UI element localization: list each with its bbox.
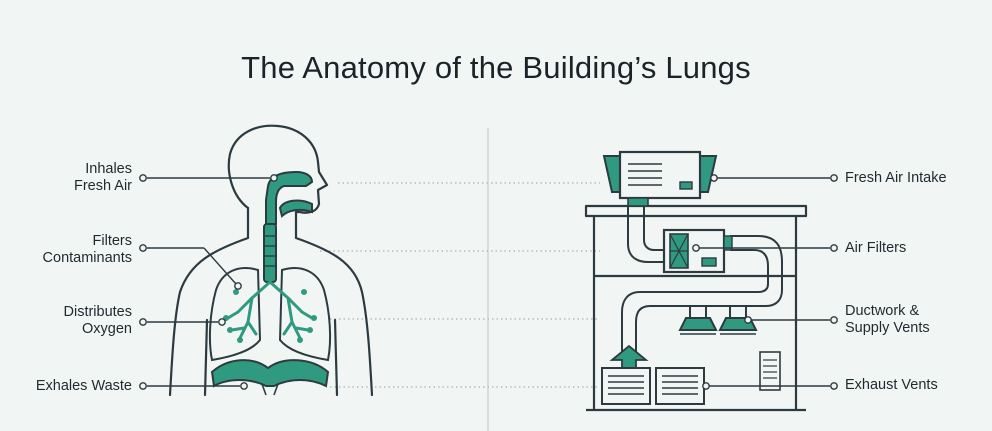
page-title: The Anatomy of the Building’s Lungs: [241, 50, 751, 85]
label-filters: Filters Contaminants: [43, 233, 132, 267]
label-distributes-line2: Oxygen: [82, 321, 132, 337]
supply-vents: [678, 317, 758, 335]
lungs: [208, 267, 332, 362]
label-ductwork-line1: Ductwork &: [845, 303, 920, 319]
label-ductwork: Ductwork & Supply Vents: [845, 303, 930, 337]
label-exhales: Exhales Waste: [36, 378, 132, 395]
human-figure: [168, 124, 374, 397]
label-exhales-line1: Exhales Waste: [35, 378, 132, 394]
right-lung: [278, 267, 332, 362]
left-arm-line: [203, 318, 209, 397]
trachea: [263, 223, 277, 283]
right-callouts: [692, 174, 838, 390]
bronchial-tree: [226, 280, 314, 340]
left-callouts: [139, 174, 278, 390]
label-air-filters: Air Filters: [845, 240, 906, 257]
label-inhales: Inhales Fresh Air: [74, 161, 132, 195]
left-lung: [208, 267, 262, 362]
label-exhaust-vents-line1: Exhaust Vents: [845, 377, 938, 393]
roof-slab: [584, 204, 808, 218]
body-outline: [227, 124, 374, 397]
label-inhales-line2: Fresh Air: [73, 178, 132, 194]
exhaust-vents: [601, 351, 781, 405]
body-outline-left: [168, 206, 250, 397]
right-arm-line: [333, 318, 339, 397]
label-filters-line1: Filters: [92, 233, 132, 249]
label-filters-line2: Contaminants: [42, 250, 132, 266]
exhaust-arrow: [609, 344, 649, 369]
label-fresh-air-intake: Fresh Air Intake: [845, 170, 947, 187]
diaphragm: [210, 359, 330, 388]
airway-head: [265, 170, 314, 225]
alveoli-dots: [223, 289, 317, 343]
ductwork: [621, 206, 783, 360]
dotted-connectors: [320, 182, 600, 388]
rooftop-intake-unit: [602, 150, 718, 207]
label-inhales-line1: Inhales: [85, 161, 132, 177]
label-fresh-air-intake-line1: Fresh Air Intake: [845, 170, 947, 186]
diaphragm-base: [261, 383, 279, 396]
label-ductwork-line2: Supply Vents: [845, 320, 930, 336]
label-distributes: Distributes Oxygen: [64, 304, 133, 338]
label-air-filters-line1: Air Filters: [845, 240, 907, 256]
label-exhaust-vents: Exhaust Vents: [845, 377, 938, 394]
label-distributes-line1: Distributes: [63, 304, 133, 320]
